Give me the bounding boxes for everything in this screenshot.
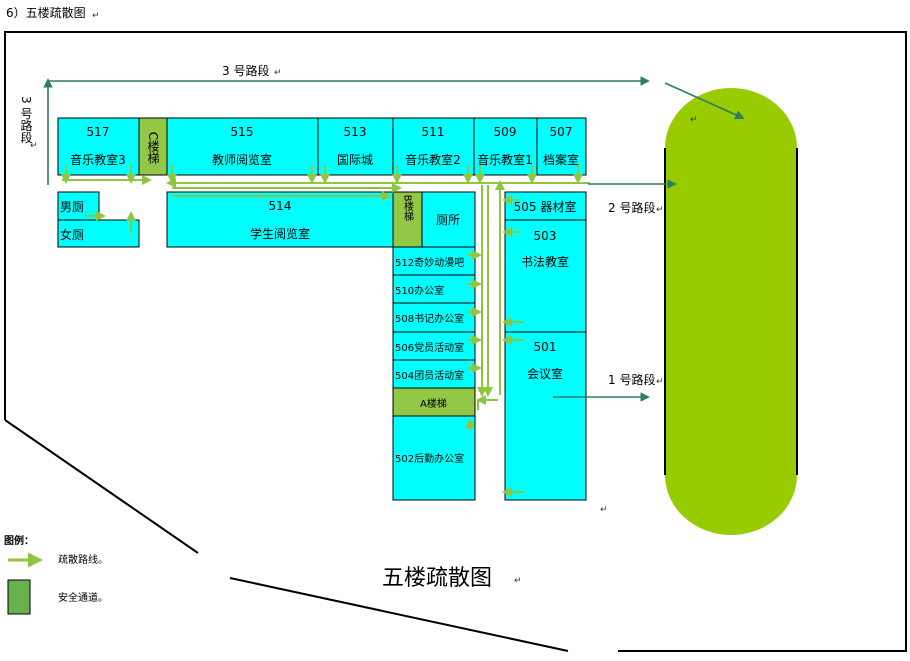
diagram-title: 五楼疏散图	[382, 566, 492, 591]
room-name: 505 器材室	[514, 199, 577, 214]
room-name: 510办公室	[395, 284, 444, 297]
room-501: 501 会议室	[504, 331, 587, 501]
route-3-top-label: 3 号路段	[222, 63, 269, 78]
room-name: 音乐教室2	[405, 152, 461, 167]
paragraph-mark: ↵	[656, 377, 664, 387]
room-504: 504团员活动室	[392, 359, 476, 389]
legend-route-label: 疏散路线。	[58, 553, 108, 566]
paragraph-mark: ↵	[656, 205, 664, 215]
legend: 图例： 疏散路线。 安全通道。	[4, 534, 108, 615]
stair-label: B楼梯	[402, 195, 414, 223]
room-506: 506党员活动室	[392, 331, 476, 361]
paragraph-mark: ↵	[514, 576, 522, 586]
room-number: 514	[269, 199, 292, 213]
room-name: 国际城	[337, 153, 373, 167]
room-number: 509	[494, 125, 517, 139]
room-male-toilet: 男厕	[57, 191, 100, 221]
stair-label: A楼梯	[420, 397, 447, 410]
room-number: 507	[550, 125, 573, 139]
site-boundary-diagonal-bottom	[229, 577, 569, 652]
paragraph-mark: ↵	[274, 68, 282, 78]
room-name: 教师阅览室	[212, 152, 272, 167]
room-name: 男厕	[60, 200, 84, 214]
stair-c: C楼梯	[138, 117, 168, 176]
paragraph-mark: ↵	[600, 505, 608, 515]
room-name: 504团员活动室	[395, 369, 464, 382]
room-name: 音乐教室1	[477, 152, 533, 167]
room-508: 508书记办公室	[392, 302, 476, 333]
room-female-toilet: 女厕	[57, 219, 140, 248]
evacuation-arrows	[61, 165, 590, 497]
room-505: 505 器材室	[504, 191, 587, 221]
legend-title: 图例：	[4, 534, 34, 547]
room-name: 512奇妙动漫吧	[395, 256, 464, 269]
room-name: 508书记办公室	[395, 312, 464, 325]
site-boundary	[4, 31, 907, 652]
site-boundary-diagonal-left	[4, 419, 199, 554]
legend-safe-label: 安全通道。	[58, 591, 108, 604]
room-503: 503 书法教室	[504, 219, 587, 333]
room-name: 厕所	[436, 213, 460, 227]
header-label: 6）五楼疏散图	[6, 5, 86, 20]
paragraph-mark: ↵	[92, 11, 100, 21]
room-number: 503	[534, 229, 557, 243]
route-2-label: 2 号路段	[608, 200, 655, 215]
room-number: 517	[87, 125, 110, 139]
legend-safe-swatch	[7, 579, 31, 615]
room-513: 513 国际城	[317, 117, 394, 176]
sports-field	[664, 88, 798, 535]
room-name: 女厕	[60, 227, 84, 242]
room-502: 502后勤办公室	[392, 415, 476, 501]
route-1-label: 1 号路段	[608, 372, 655, 387]
room-name: 会议室	[527, 366, 563, 381]
room-name: 502后勤办公室	[395, 452, 464, 465]
stair-label: C楼梯	[146, 132, 160, 164]
room-515: 515 教师阅览室	[166, 117, 319, 176]
route-arrows	[43, 76, 745, 402]
room-number: 513	[344, 125, 367, 139]
room-number: 511	[422, 125, 445, 139]
stair-a: A楼梯	[392, 387, 476, 417]
stair-b: B楼梯	[392, 191, 423, 248]
room-number: 515	[231, 125, 254, 139]
route-3-left-label: 3 号路段	[19, 96, 33, 144]
room-511: 511 音乐教室2	[392, 117, 475, 176]
room-name: 档案室	[543, 152, 579, 167]
room-name: 学生阅览室	[250, 226, 310, 241]
room-517: 517 音乐教室3	[57, 117, 140, 176]
room-toilet: 厕所	[421, 191, 476, 248]
route-3-to-field	[664, 82, 745, 120]
room-509: 509 音乐教室1	[473, 117, 538, 176]
paragraph-mark: ↵	[30, 141, 38, 151]
room-name: 音乐教室3	[70, 152, 126, 167]
room-510: 510办公室	[392, 274, 476, 304]
room-name: 书法教室	[521, 254, 569, 269]
room-514: 514 学生阅览室	[166, 191, 394, 248]
room-512: 512奇妙动漫吧	[392, 246, 476, 276]
room-name: 506党员活动室	[395, 341, 464, 354]
room-number: 501	[534, 340, 557, 354]
paragraph-mark: ↵	[690, 115, 698, 125]
